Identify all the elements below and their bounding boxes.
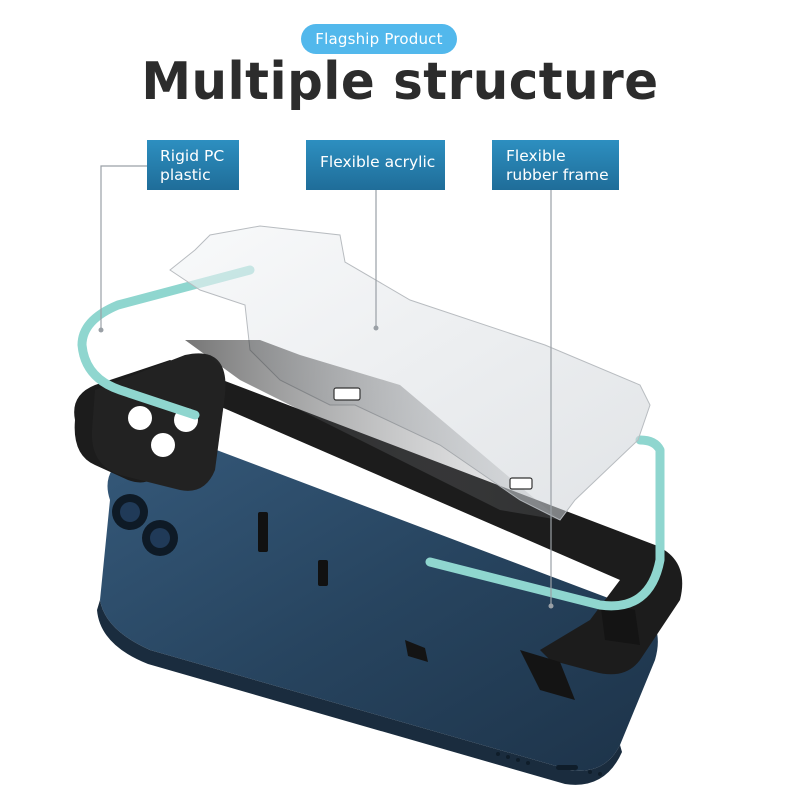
page-title: Multiple structure [141, 52, 659, 112]
kickstand-icon [258, 512, 328, 586]
callout-rubber-frame: Flexible rubber frame [492, 140, 619, 190]
callout-rigid-pc: Rigid PC plastic [147, 140, 239, 190]
acrylic-back-panel [169, 225, 651, 521]
callout-label: Rigid PC [160, 147, 225, 165]
phone-body [97, 440, 658, 785]
flagship-badge: Flagship Product [301, 24, 457, 54]
mint-pc-frame [77, 265, 665, 611]
callout-leader-lines [100, 165, 552, 606]
phone-port-holes [496, 752, 602, 776]
camera-lens-icon [112, 494, 178, 556]
callout-label: rubber frame [506, 166, 609, 184]
callout-label: Flexible [506, 147, 566, 165]
callout-label: Flexible acrylic [320, 153, 436, 171]
callout-flexible-acrylic: Flexible acrylic [306, 140, 445, 190]
callout-label: plastic [160, 166, 211, 184]
leader-dots [98, 325, 554, 609]
